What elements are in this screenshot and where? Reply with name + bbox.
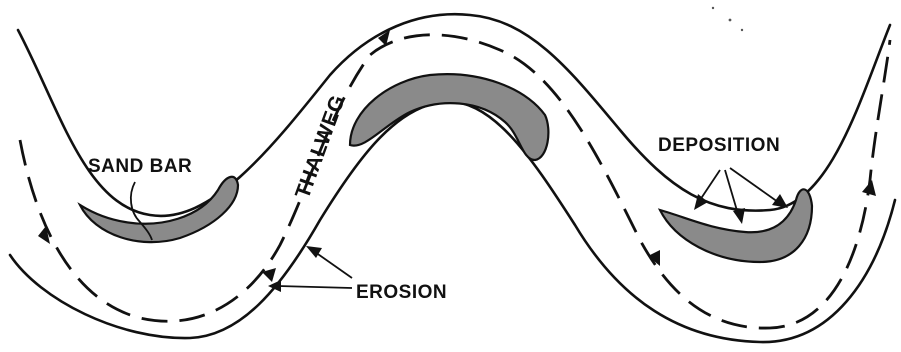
sand-bar-left <box>77 175 240 244</box>
river-bank-upper <box>16 12 892 218</box>
speck <box>740 28 744 32</box>
sand-bar-right <box>657 188 814 264</box>
sand-bar-leader <box>129 181 153 241</box>
erosion-leader-1 <box>314 251 353 279</box>
speck <box>711 6 715 10</box>
erosion-arrow-icon <box>306 246 322 258</box>
deposition-arrow-icon <box>733 208 745 224</box>
deposition-label: DEPOSITION <box>658 135 780 156</box>
deposition-arrow-icon <box>772 194 788 208</box>
deposition-leader-3 <box>729 167 779 203</box>
flow-arrow-icon <box>648 250 660 266</box>
sand-bar-middle <box>348 73 550 162</box>
erosion-arrow-icon <box>268 280 281 292</box>
speck <box>728 18 732 22</box>
flow-arrow-icon <box>38 226 50 244</box>
flow-arrow-icon <box>262 268 276 282</box>
thalweg-flow-line <box>18 33 892 330</box>
flow-arrow-icon <box>378 30 390 46</box>
flow-arrow-icon <box>862 180 876 196</box>
erosion-label: EROSION <box>356 282 447 303</box>
deposition-arrow-icon <box>694 194 708 210</box>
deposition-leader-1 <box>699 169 721 201</box>
deposition-leader-2 <box>724 169 739 215</box>
erosion-leader-2 <box>277 285 353 289</box>
sand-bar-label: SAND BAR <box>88 156 192 177</box>
